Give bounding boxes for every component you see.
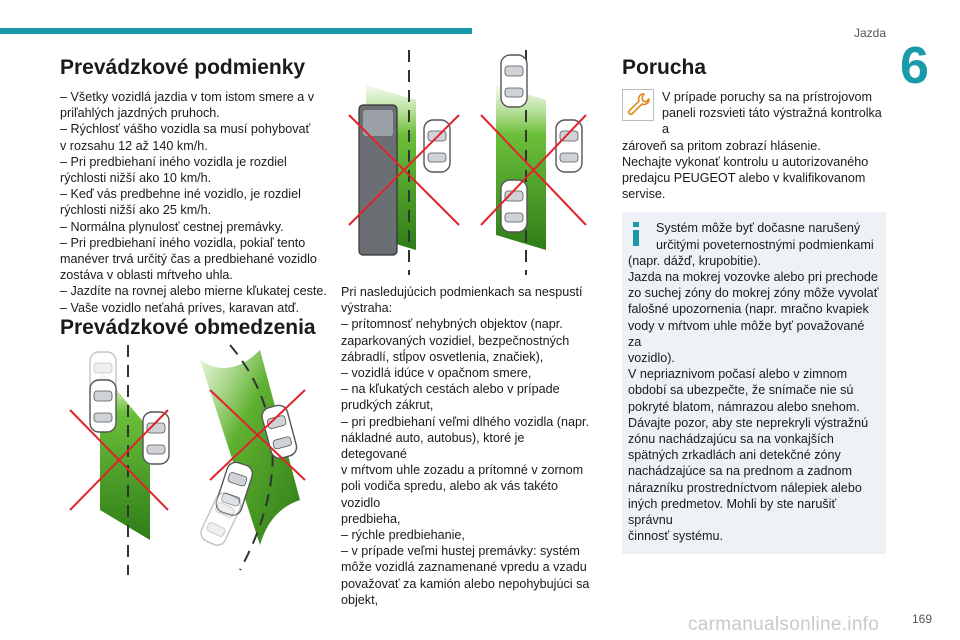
conditions-title: Prevádzkové podmienky [60, 56, 306, 79]
info-icon [628, 220, 648, 252]
conditions-line: – Rýchlosť vášho vozidla sa musí pohybov… [60, 122, 311, 137]
conditions-section: Prevádzkové podmienky – Všetky vozidlá j… [60, 56, 332, 316]
limits-text: Pri nasledujúcich podmienkach sa nespust… [341, 284, 593, 608]
limits-section: Pri nasledujúcich podmienkach sa nespust… [341, 284, 593, 608]
conditions-line: – Vaše vozidlo neťahá príves, karavan at… [60, 300, 300, 315]
info-line: vody v mŕtvom uhle môže byť považované z… [628, 318, 865, 349]
info-line: Jazda na mokrej vozovke alebo pri precho… [628, 270, 878, 285]
conditions-line: – Pri predbiehaní iného vozidla, pokiaľ … [60, 235, 306, 250]
limits-line: nákladné auto, autobus), ktoré je detego… [341, 430, 525, 462]
chapter-number: 6 [900, 37, 929, 95]
info-head-line: Systém môže byť dočasne narušený [656, 221, 861, 236]
conditions-text: – Všetky vozidlá jazdia v tom istom smer… [60, 89, 332, 316]
limits-illustration-top [348, 50, 587, 275]
fault-intro-line: paneli rozsvieti táto výstražná kontrolk… [662, 106, 882, 137]
info-line: (napr. dážď, krupobitie). [628, 253, 762, 268]
info-line: V nepriaznivom počasí alebo v zimnom [628, 367, 848, 382]
conditions-line: zostáva v oblasti mŕtveho uhla. [60, 268, 233, 283]
fault-section: Porucha V prípade poruchy sa na prístroj… [622, 56, 886, 555]
info-head-line: určitými poveternostnými podmienkami [656, 237, 874, 252]
info-line: iných predmetov. Mohli by ste narušiť sp… [628, 496, 837, 528]
conditions-line: rýchlosti nižší ako 25 km/h. [60, 203, 212, 218]
top-accent-bar [0, 28, 472, 34]
limits-line: zábradlí, stĺpov osvetlenia, značiek), [341, 349, 544, 364]
fault-intro: V prípade poruchy sa na prístrojovom pane… [622, 89, 886, 138]
fault-line: Nechajte vykonať kontrolu u autorizované… [622, 154, 869, 169]
limits-line: prudkých zákrut, [341, 398, 434, 413]
limits-line: objekt, [341, 592, 379, 607]
conditions-line: – Normálna plynulosť cestnej premávky. [60, 219, 284, 234]
limits-line: môže vozidlá zaznamenané vpredu a vzadu [341, 560, 587, 575]
limits-line: – prítomnosť nehybných objektov (napr. [341, 317, 563, 332]
limits-line: poli vodiča spredu, alebo ak vás takéto … [341, 479, 559, 510]
info-line: činnosť systému. [628, 529, 724, 544]
info-line: pokryté blatom, námrazou alebo snehom. [628, 399, 860, 414]
conditions-line: – Všetky vozidlá jazdia v tom istom smer… [60, 90, 315, 104]
conditions-line: v rozsahu 12 až 140 km/h. [60, 138, 208, 153]
watermark: carmanualsonline.info [688, 614, 880, 635]
limits-title: Prevádzkové obmedzenia [60, 316, 316, 339]
info-line: nachádzajúce sa na prednom a zadnom [628, 464, 853, 479]
wrench-warning-icon [622, 89, 656, 125]
fault-text: zároveň sa pritom zobrazí hlásenie.Necha… [622, 138, 886, 203]
info-line: zónu nachádzajúcu sa na vonkajších [628, 432, 834, 447]
limits-line: – vozidlá idúce v opačnom smere, [341, 366, 532, 381]
limits-line: výstraha: [341, 301, 393, 316]
info-text: (napr. dážď, krupobitie). Jazda na mokrej… [628, 253, 880, 545]
conditions-line: – Jazdíte na rovnej alebo mierne kľukate… [60, 284, 327, 299]
section-title: Jazda [853, 26, 886, 40]
limits-line: Pri nasledujúcich podmienkach sa nespust… [341, 285, 583, 299]
limits-line: – na kľukatých cestách alebo v prípade [341, 382, 560, 397]
fault-line: predajcu PEUGEOT alebo v kvalifikovanom [622, 171, 866, 186]
info-line: zo suchej zóny do mokrej zóny môže vyvol… [628, 286, 879, 301]
conditions-line: manéver trvá určitý čas a predbiehané vo… [60, 252, 317, 267]
info-line: vozidlo). [628, 351, 675, 366]
fault-line: servise. [622, 187, 666, 202]
fault-line: zároveň sa pritom zobrazí hlásenie. [622, 138, 821, 153]
info-line: období sa ubezpečte, že snímače nie sú [628, 383, 854, 398]
fault-intro-line: V prípade poruchy sa na prístrojovom [662, 90, 873, 104]
info-line: Dávajte pozor, aby ste neprekryli výstra… [628, 415, 869, 430]
limits-illustration [69, 344, 306, 575]
page-number: 169 [912, 612, 933, 626]
info-line: nárazníku prostredníctvom nálepiek alebo [628, 480, 862, 495]
limits-line: považovať za kamión alebo nepohybujúci s… [341, 576, 590, 591]
conditions-line: – Pri predbiehaní iného vozidla je rozdi… [60, 154, 287, 169]
conditions-line: – Keď vás predbehne iné vozidlo, je rozd… [60, 187, 301, 202]
limits-line: v mŕtvom uhle zozadu a prítomné v zornom [341, 463, 584, 478]
limits-line: – rýchle predbiehanie, [341, 528, 465, 543]
limits-line: predbieha, [341, 511, 401, 526]
fault-title: Porucha [622, 56, 707, 79]
info-line: falošné upozornenia (napr. mračno kvapie… [628, 302, 869, 317]
limits-line: – pri predbiehaní veľmi dlhého vozidla (… [341, 414, 590, 429]
info-line: spätných zrkadlách ani detekčné zóny [628, 448, 841, 463]
conditions-line: priľahlých jazdných pruhoch. [60, 106, 220, 121]
limits-line: – v prípade veľmi hustej premávky: systé… [341, 544, 580, 559]
limits-line: zaparkovaných vozidiel, bezpečnostných [341, 333, 570, 348]
conditions-line: rýchlosti nižší ako 10 km/h. [60, 171, 212, 186]
